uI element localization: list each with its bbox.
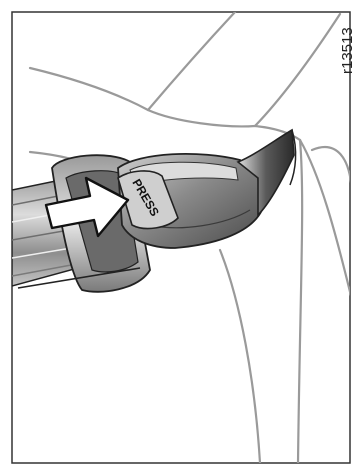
figure-reference-code: r13513 bbox=[339, 27, 356, 74]
